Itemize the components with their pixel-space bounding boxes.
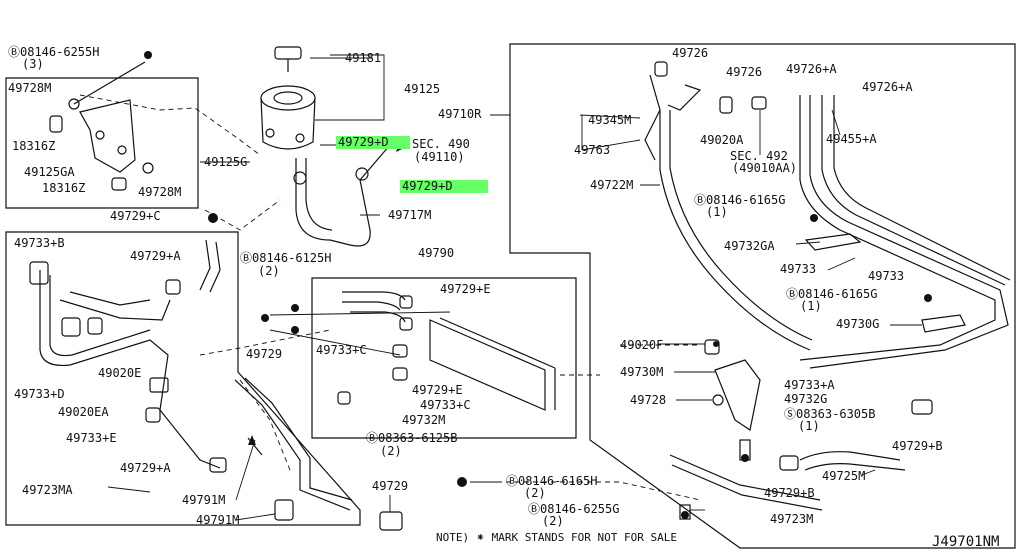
part-49729-a[interactable]: 49729+A (130, 249, 181, 263)
part-49020e[interactable]: 49020E (98, 366, 142, 380)
part-49725m[interactable]: 49725M (822, 469, 866, 483)
bolt-08146-6255h[interactable]: Ⓑ08146-6255H (8, 45, 100, 59)
bolt-08363-6125b-qty: (2) (380, 444, 402, 458)
reservoir-tank (260, 46, 316, 150)
part-49729-c[interactable]: 49729+C (110, 209, 161, 223)
oil-cooler (337, 291, 556, 411)
part-49733-c-b[interactable]: 49733+C (420, 398, 471, 412)
part-49020a[interactable]: 49020A (700, 133, 744, 147)
part-49733[interactable]: 49733 (780, 262, 817, 276)
part-49726-a[interactable]: 49726+A (786, 62, 837, 76)
part-49181[interactable]: 49181 (345, 51, 382, 65)
bolt-08146-6255g[interactable]: Ⓑ08146-6255G (528, 502, 620, 516)
diagram-code: J49701NM (932, 534, 1000, 550)
part-49729[interactable]: 49729 (246, 347, 283, 361)
part-49020ea[interactable]: 49020EA (58, 405, 109, 419)
part-49125g[interactable]: 49125G (204, 155, 248, 169)
cooler-group-box (311, 277, 577, 439)
bolt-08146-6165h[interactable]: Ⓑ08146-6165H (506, 474, 598, 488)
pressure-pipe-49722m (659, 110, 811, 351)
part-49733-b[interactable]: 49733 (868, 269, 905, 283)
part-49729-b-b[interactable]: 49729+B (764, 486, 815, 500)
section-492-sub: (49010AA) (732, 161, 798, 175)
part-49730m[interactable]: 49730M (620, 365, 664, 379)
bolt-08363-6125b[interactable]: Ⓑ08363-6125B (366, 431, 458, 445)
bolt-08146-6165g[interactable]: Ⓑ08146-6165G (694, 193, 786, 207)
section-490[interactable]: SEC. 490 (412, 137, 470, 151)
part-49733-plus-b[interactable]: 49733+B (14, 236, 65, 250)
part-49455-a[interactable]: 49455+A (826, 132, 877, 146)
part-49726[interactable]: 49726 (672, 46, 709, 60)
not-for-sale-note: NOTE) ⁕ MARK STANDS FOR NOT FOR SALE (436, 531, 678, 544)
right-pipe-group-box (509, 43, 1016, 549)
part-49763[interactable]: 49763 (574, 143, 611, 157)
bolt-08146-6125h-qty: (2) (258, 264, 280, 278)
hose-49725m (799, 451, 901, 461)
part-49729-d-b[interactable]: 49729+D (400, 180, 488, 193)
part-49729-a-b[interactable]: 49729+A (120, 461, 171, 475)
part-49728m-b[interactable]: 49728M (138, 185, 182, 199)
reservoir-return-hose (295, 158, 371, 247)
part-49722m[interactable]: 49722M (590, 178, 634, 192)
bolt-08146-6255g-qty: (2) (542, 514, 564, 528)
part-49733-c[interactable]: 49733+C (316, 343, 367, 357)
part-49020f[interactable]: 49020F (620, 338, 664, 352)
reservoir-supply-hose (359, 144, 391, 181)
part-49730g[interactable]: 49730G (836, 317, 880, 331)
part-49125ga[interactable]: 49125GA (24, 165, 75, 179)
part-49723ma[interactable]: 49723MA (22, 483, 73, 497)
part-49791m[interactable]: 49791M (182, 493, 226, 507)
part-49729-d[interactable]: 49729+D (336, 136, 410, 149)
part-49726-a-b[interactable]: 49726+A (862, 80, 913, 94)
lower-left-pipe-a (39, 270, 221, 469)
section-490-sub: (49110) (414, 150, 465, 164)
part-49728[interactable]: 49728 (630, 393, 667, 407)
part-49732m[interactable]: 49732M (402, 413, 446, 427)
screw-08363-6305b-qty: (1) (798, 419, 820, 433)
return-pipes-bundle (799, 95, 996, 361)
bolt-08146-6165g-b[interactable]: Ⓑ08146-6165G (786, 287, 878, 301)
lower-left-group-box (5, 231, 361, 526)
part-49723m[interactable]: 49723M (770, 512, 814, 526)
part-49791m-b[interactable]: 49791M (196, 513, 240, 527)
part-49717m[interactable]: 49717M (388, 208, 432, 222)
part-49710r[interactable]: 49710R (438, 107, 482, 121)
part-49790[interactable]: 49790 (418, 246, 455, 260)
part-49733-a[interactable]: 49733+A (784, 378, 835, 392)
part-49729-b2[interactable]: 49729 (372, 479, 409, 493)
part-18316z-b[interactable]: 18316Z (42, 181, 86, 195)
part-49729-e[interactable]: 49729+E (440, 282, 491, 296)
bolt-08146-6125h[interactable]: Ⓑ08146-6125H (240, 251, 332, 265)
screw-08363-6305b[interactable]: Ⓢ08363-6305B (784, 407, 876, 421)
part-49729-b[interactable]: 49729+B (892, 439, 943, 453)
bolt-08146-6165h-qty: (2) (524, 486, 546, 500)
part-49726-b[interactable]: 49726 (726, 65, 763, 79)
bolt-08146-6165g-qty: (1) (706, 205, 728, 219)
part-49125[interactable]: 49125 (404, 82, 441, 96)
part-49728m[interactable]: 49728M (8, 81, 52, 95)
part-18316z[interactable]: 18316Z (12, 139, 56, 153)
section-492[interactable]: SEC. 492 (730, 149, 788, 163)
part-49732ga[interactable]: 49732GA (724, 239, 775, 253)
part-49732g[interactable]: 49732G (784, 392, 828, 406)
part-49733-e[interactable]: 49733+E (66, 431, 117, 445)
part-49729-e-b[interactable]: 49729+E (412, 383, 463, 397)
part-49345m[interactable]: 49345M (588, 113, 632, 127)
part-49733-d[interactable]: 49733+D (14, 387, 65, 401)
bolt-08146-6255h-qty: (3) (22, 57, 44, 71)
bolt-08146-6165g-b-qty: (1) (800, 299, 822, 313)
left-bracket-group-box (5, 77, 199, 209)
